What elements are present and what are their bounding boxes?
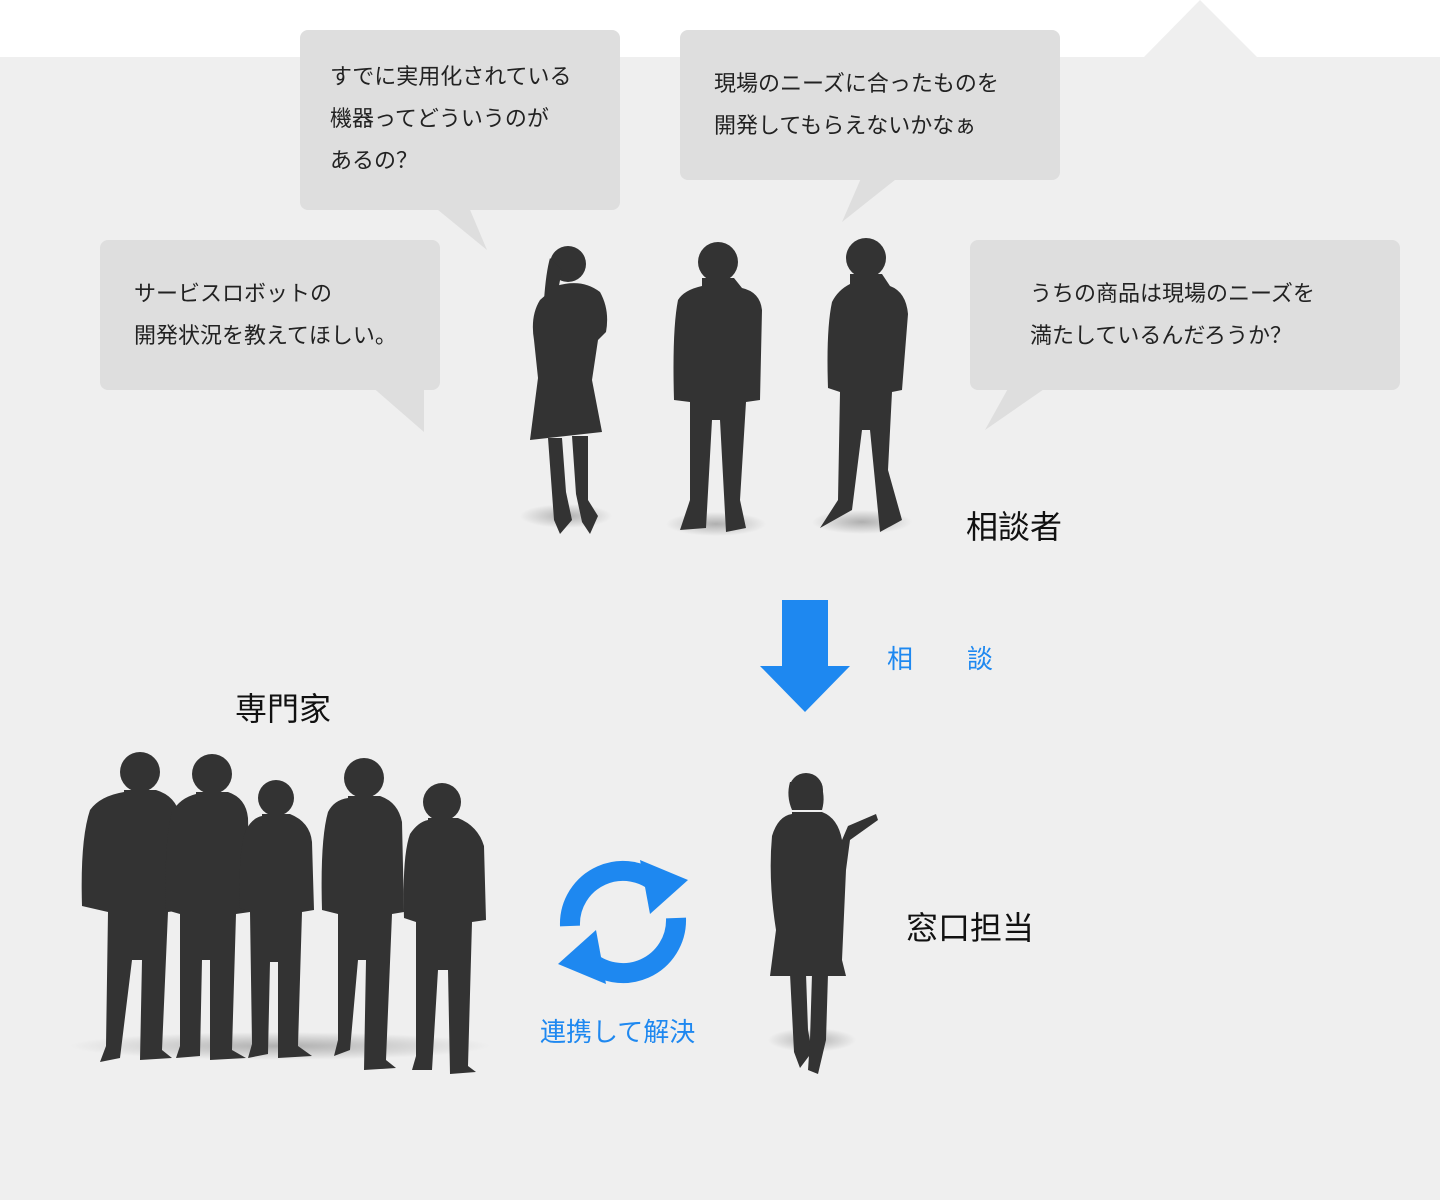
experts-label: 専門家 — [235, 690, 332, 728]
consulter-man-center-silhouette — [666, 242, 766, 536]
arrow-down-icon — [760, 600, 850, 712]
experts-group-silhouette — [70, 752, 490, 1074]
bubble-line: 開発状況を教えてほしい。 — [134, 324, 397, 349]
bubble-line: 開発してもらえないかなぁ — [714, 114, 977, 139]
speech-bubble-product-needs: うちの商品は現場のニーズを 満たしているんだろうか？ — [970, 240, 1400, 390]
contact-person-silhouette — [768, 773, 878, 1074]
bubble-line: うちの商品は現場のニーズを — [1030, 282, 1315, 307]
bubble-line: 現場のニーズに合ったものを — [714, 72, 999, 97]
bubble-line: サービスロボットの — [134, 282, 333, 307]
bubble-line: すでに実用化されている — [330, 65, 572, 90]
bubble-line: 満たしているんだろうか？ — [1030, 324, 1293, 349]
consulter-woman-silhouette — [520, 246, 612, 534]
consulters-label: 相談者 — [966, 508, 1063, 546]
speech-bubble-needs-development: 現場のニーズに合ったものを 開発してもらえないかなぁ — [680, 30, 1060, 180]
speech-bubble-robot-status: サービスロボットの 開発状況を教えてほしい。 — [100, 240, 440, 390]
bubble-line: あるの？ — [330, 149, 419, 174]
contact-person-label: 窓口担当 — [906, 909, 1035, 947]
bubble-line: 機器ってどういうのが — [330, 107, 549, 132]
consult-flow-label: 相 談 — [887, 645, 1008, 675]
refresh-cycle-icon — [558, 860, 688, 984]
speech-bubble-equipment: すでに実用化されている 機器ってどういうのが あるの？ — [300, 30, 620, 210]
collaborate-label: 連携して解決 — [540, 1018, 696, 1048]
consulter-man-right-silhouette — [812, 238, 912, 534]
